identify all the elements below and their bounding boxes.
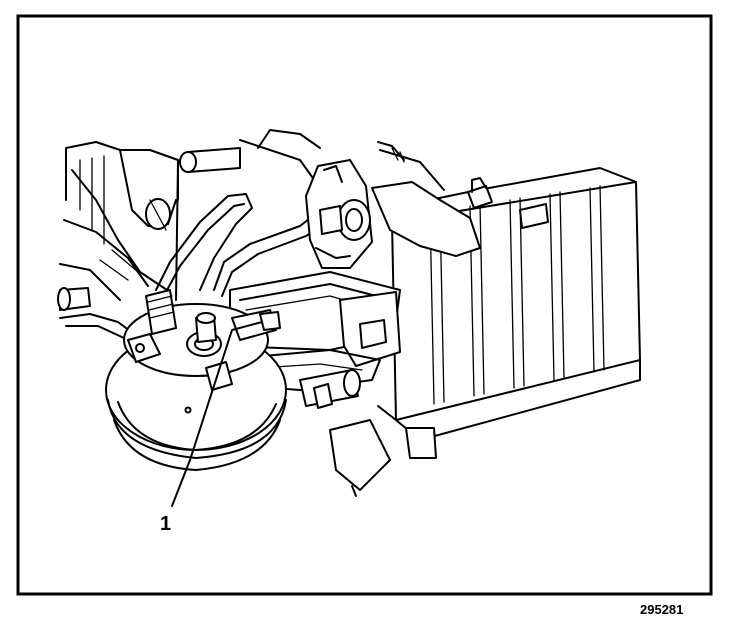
hose-fitting: [299, 369, 361, 409]
vacuum-booster: [105, 289, 287, 471]
engine-background: [59, 129, 321, 301]
vacuum-pipe: [155, 159, 373, 297]
heater-housing: [329, 141, 641, 497]
callout-leader: [171, 321, 263, 507]
left-bracket: [57, 287, 135, 339]
vacuum-fitting: [186, 312, 222, 357]
callout-label: 1: [160, 513, 171, 535]
figure-id: 295281: [640, 602, 683, 617]
figure-frame: [16, 14, 713, 596]
